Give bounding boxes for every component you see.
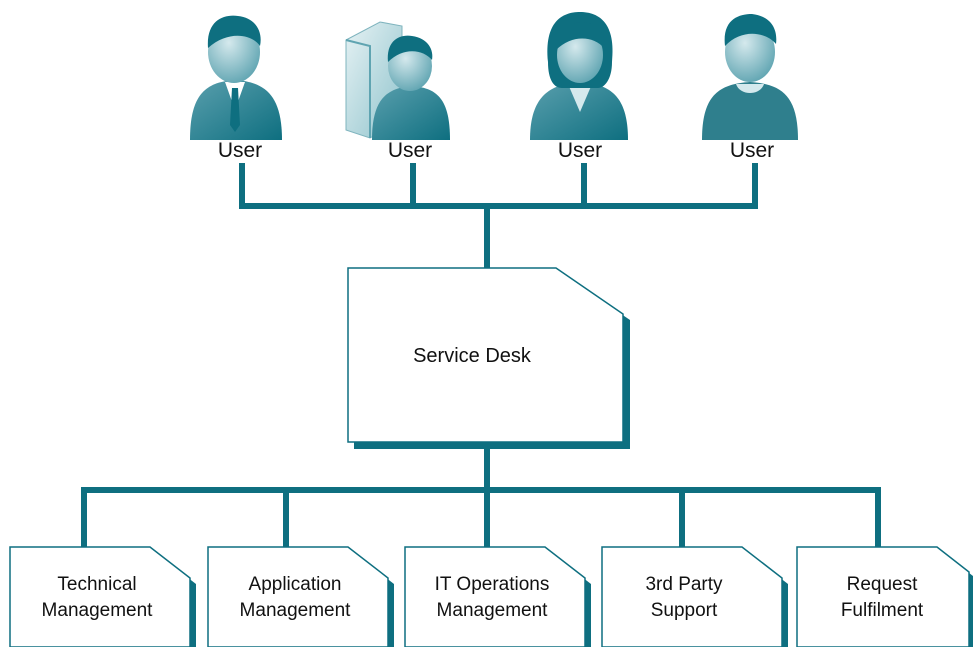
user-label: User bbox=[730, 139, 774, 162]
users-connector bbox=[239, 163, 758, 269]
user-label: User bbox=[558, 139, 602, 162]
team-box-technical-management: Technical Management bbox=[9, 546, 196, 647]
team-label: 3rd Party bbox=[645, 574, 723, 595]
team-label: Fulfilment bbox=[841, 600, 924, 621]
team-box-it-operations-management: IT Operations Management bbox=[404, 546, 591, 647]
service-desk-box: Service Desk bbox=[347, 267, 630, 449]
team-label: Management bbox=[42, 600, 154, 621]
business-man-icon bbox=[190, 15, 282, 140]
team-label: Technical bbox=[57, 574, 136, 595]
team-label: Request bbox=[847, 574, 918, 595]
user-label: User bbox=[218, 139, 262, 162]
team-label: Management bbox=[437, 600, 549, 621]
user-label: User bbox=[388, 139, 432, 162]
business-woman-icon bbox=[530, 12, 628, 140]
team-label: Support bbox=[651, 600, 718, 621]
service-desk-label: Service Desk bbox=[413, 345, 532, 367]
team-label: IT Operations bbox=[435, 574, 550, 595]
team-label: Management bbox=[240, 600, 352, 621]
team-box-3rd-party-support: 3rd Party Support bbox=[601, 546, 788, 647]
user-with-computer-icon bbox=[345, 21, 450, 140]
team-label: Application bbox=[249, 574, 342, 595]
casual-man-icon bbox=[702, 14, 798, 140]
team-box-request-fulfilment: Request Fulfilment bbox=[796, 546, 973, 647]
team-box-application-management: Application Management bbox=[207, 546, 394, 647]
teams-connector bbox=[81, 446, 881, 550]
